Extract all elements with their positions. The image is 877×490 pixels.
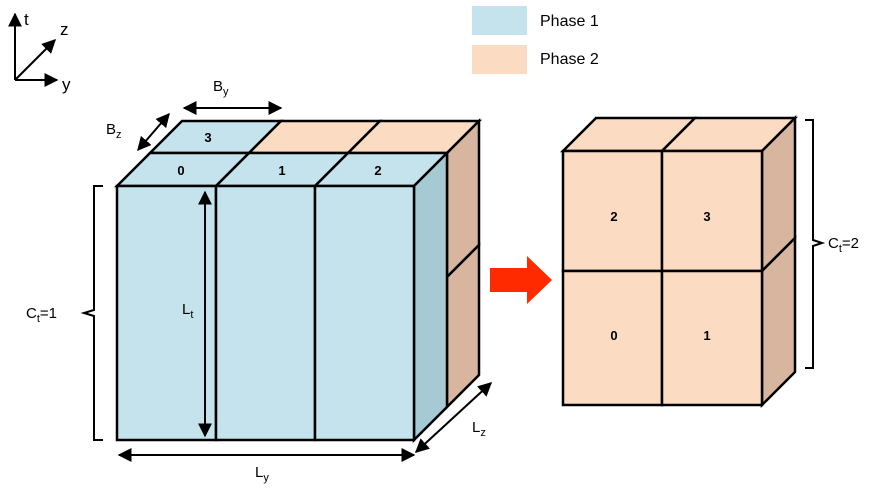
axis-glyph: t z y <box>7 10 71 94</box>
left-ct-brace <box>80 185 103 441</box>
right-cell-label-2: 2 <box>610 209 617 224</box>
ly-label: Ly <box>255 464 269 484</box>
legend-swatch-phase-1 <box>472 6 527 35</box>
dimension-arrows <box>117 101 493 462</box>
legend-swatch-phase-2 <box>472 45 527 74</box>
bz-arrow <box>137 112 170 152</box>
right-cell-label-3: 3 <box>703 209 710 224</box>
transition-arrow <box>490 256 552 304</box>
right-cell-2 <box>561 149 664 273</box>
right-ct-brace <box>805 119 826 369</box>
right-cell-label-1: 1 <box>703 328 710 343</box>
cell-label-1: 1 <box>278 163 285 178</box>
left-block <box>113 117 483 444</box>
right-block <box>559 114 799 409</box>
front-cell-1 <box>214 184 317 442</box>
legend-label-phase-1: Phase 1 <box>540 13 599 30</box>
right-cell-label-0: 0 <box>610 328 617 343</box>
cell-label-2: 2 <box>374 163 381 178</box>
right-cell-1 <box>660 269 764 407</box>
lz-label: Lz <box>472 419 486 439</box>
y-axis-label: y <box>62 75 71 94</box>
t-axis-label: t <box>24 10 29 29</box>
lz-arrow <box>414 382 493 453</box>
front-cell-2 <box>313 184 416 442</box>
front-cell-0 <box>115 184 218 442</box>
right-cell-3 <box>660 149 764 273</box>
cell-label-3: 3 <box>204 130 211 145</box>
by-label: By <box>213 78 229 98</box>
right-ct-label: Ct=2 <box>828 235 859 255</box>
side-front <box>412 149 449 444</box>
bz-label: Bz <box>106 121 122 141</box>
left-ct-label: Ct=1 <box>26 305 57 325</box>
legend: Phase 1 Phase 2 <box>472 6 599 74</box>
z-axis-arrow <box>14 39 56 81</box>
cell-label-0: 0 <box>177 163 184 178</box>
lt-label: Lt <box>182 301 193 321</box>
z-axis-label: z <box>60 20 69 39</box>
legend-label-phase-2: Phase 2 <box>540 51 599 68</box>
